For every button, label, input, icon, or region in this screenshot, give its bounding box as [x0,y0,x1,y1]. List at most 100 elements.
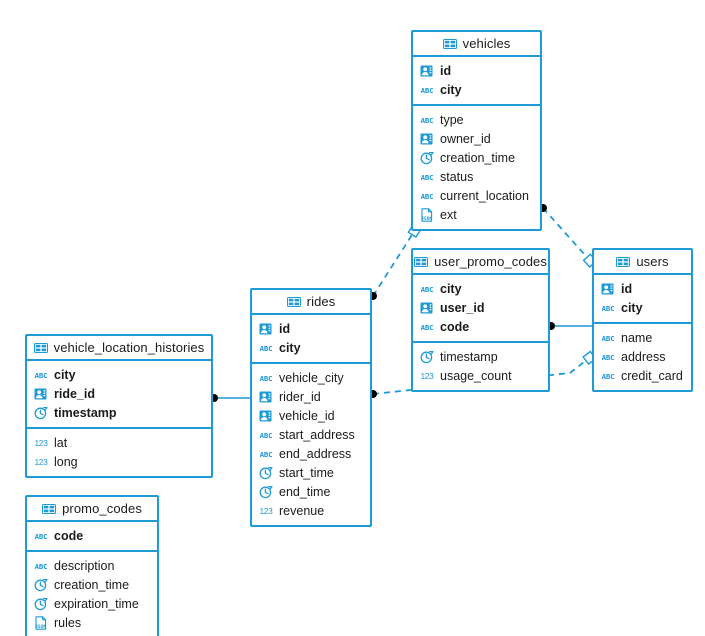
column-label: long [54,454,78,469]
id-badge-icon [420,132,434,146]
relationship-vehicle_location_histories-to-rides[interactable] [210,394,250,402]
column-vehicle_id[interactable]: vehicle_id [252,406,370,425]
column-lat[interactable]: 123 lat [27,433,211,452]
key-column-id[interactable]: id [413,61,540,80]
column-label: expiration_time [54,596,139,611]
key-column-user_id[interactable]: user_id [413,298,548,317]
svg-text:ABC: ABC [260,343,273,352]
entity-header-vehicles[interactable]: vehicles [413,32,540,57]
column-timestamp[interactable]: timestamp [413,347,548,366]
abc-icon: ABC [601,369,615,383]
svg-text:ABC: ABC [602,333,615,342]
column-creation_time[interactable]: creation_time [27,575,157,594]
column-start_time[interactable]: start_time [252,463,370,482]
clock-icon [34,597,48,611]
entity-header-user_promo_codes[interactable]: user_promo_codes [413,250,548,275]
entity-title: users [636,254,669,269]
column-label: start_time [279,465,334,480]
key-column-city[interactable]: ABC city [27,365,211,384]
abc-icon: ABC [601,301,615,315]
abc-icon: ABC [420,189,434,203]
svg-text:ABC: ABC [35,531,48,540]
column-label: rider_id [279,389,321,404]
entity-title: vehicle_location_histories [53,340,205,355]
entity-header-users[interactable]: users [594,250,691,275]
svg-text:123: 123 [420,371,434,381]
key-column-timestamp[interactable]: timestamp [27,403,211,422]
column-label: credit_card [621,368,683,383]
column-end_time[interactable]: end_time [252,482,370,501]
key-column-id[interactable]: id [594,279,691,298]
entity-header-promo_codes[interactable]: promo_codes [27,497,157,522]
abc-icon: ABC [420,170,434,184]
column-label: creation_time [440,150,516,165]
svg-text:ABC: ABC [35,561,48,570]
abc-icon: ABC [420,83,434,97]
column-label: id [440,63,452,78]
column-credit_card[interactable]: ABC credit_card [594,366,691,385]
svg-text:123: 123 [34,457,48,467]
column-label: usage_count [440,368,512,383]
column-revenue[interactable]: 123 revenue [252,501,370,520]
column-label: end_time [279,484,331,499]
column-label: lat [54,435,68,450]
column-label: id [279,321,291,336]
column-name[interactable]: ABC name [594,328,691,347]
column-label: city [54,367,76,382]
clock-icon [420,350,434,364]
column-label: timestamp [54,405,117,420]
svg-text:123: 123 [259,506,273,516]
svg-text:ABC: ABC [421,322,434,331]
column-creation_time[interactable]: creation_time [413,148,540,167]
svg-text:ABC: ABC [35,370,48,379]
entity-header-rides[interactable]: rides [252,290,370,315]
relationship-user_promo_codes-to-users[interactable] [547,322,592,330]
column-rider_id[interactable]: rider_id [252,387,370,406]
svg-text:ABC: ABC [421,85,434,94]
column-label: ride_id [54,386,95,401]
json-icon: JSON [34,615,48,630]
column-type[interactable]: ABC type [413,110,540,129]
column-label: name [621,330,653,345]
column-long[interactable]: 123 long [27,452,211,471]
column-label: owner_id [440,131,491,146]
key-column-ride_id[interactable]: ride_id [27,384,211,403]
table-icon [414,255,429,269]
column-label: user_id [440,300,485,315]
column-label: revenue [279,503,325,518]
column-label: description [54,558,115,573]
column-description[interactable]: ABC description [27,556,157,575]
abc-icon: ABC [34,529,48,543]
entity-header-vehicle_location_histories[interactable]: vehicle_location_histories [27,336,211,361]
column-owner_id[interactable]: owner_id [413,129,540,148]
123-icon: 123 [34,436,48,450]
column-expiration_time[interactable]: expiration_time [27,594,157,613]
column-usage_count[interactable]: 123 usage_count [413,366,548,385]
column-label: type [440,112,464,127]
key-column-id[interactable]: id [252,319,370,338]
abc-icon: ABC [420,113,434,127]
column-label: address [621,349,666,364]
id-badge-icon [420,64,434,78]
